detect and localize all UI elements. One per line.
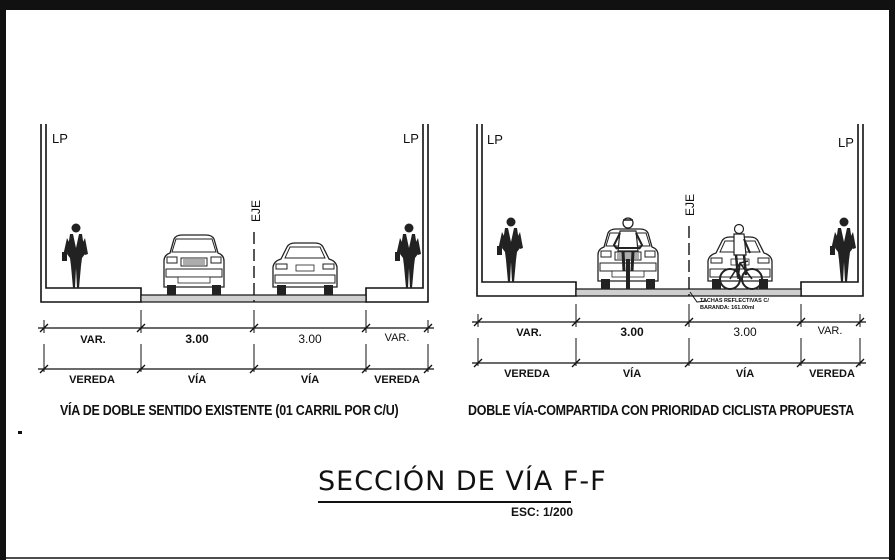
zone-sidewalk-right-b: VEREDA: [809, 368, 855, 380]
dim-sidewalk-right: VAR.: [385, 332, 410, 344]
car-right-lane: [272, 242, 338, 296]
dim-lane-right: 3.00: [298, 332, 322, 346]
dim-lane-right-b: 3.00: [733, 325, 757, 339]
lp-label-right-b: LP: [838, 135, 854, 150]
stray-mark: [18, 431, 22, 434]
axis-label-b: EJE: [683, 194, 697, 216]
scale-note: ESC: 1/200: [511, 505, 574, 519]
section-right: LP LP EJE TACHAS REFLECTIVAS C/ BARANDA:…: [472, 124, 866, 380]
pedestrian-right-b: [830, 217, 856, 282]
zone-sidewalk-left-b: VEREDA: [504, 368, 550, 380]
title-underline: [318, 501, 571, 503]
zone-sidewalk-left: VEREDA: [69, 374, 115, 386]
caption-right: DOBLE VÍA-COMPARTIDA CON PRIORIDAD CICLI…: [468, 403, 854, 419]
sheet-right-band: [889, 0, 895, 560]
zone-road-left-b: VÍA: [623, 367, 641, 380]
pedestrian-left-b: [497, 217, 523, 282]
pedestrian-right: [395, 223, 421, 288]
dim-sidewalk-left: VAR.: [80, 334, 105, 346]
dim-lane-left: 3.00: [185, 332, 209, 346]
right-sidewalk-outline: [365, 124, 429, 303]
caption-left: VÍA DE DOBLE SENTIDO EXISTENTE (01 CARRI…: [60, 403, 399, 419]
zone-road-right: VÍA: [301, 373, 319, 386]
left-sidewalk-outline: [40, 124, 142, 303]
sheet-left-band: [0, 0, 6, 560]
note-line-1: TACHAS REFLECTIVAS C/: [700, 298, 769, 304]
lp-label-right: LP: [403, 131, 419, 146]
pedestrian-left: [62, 223, 88, 288]
dim-lane-left-b: 3.00: [620, 325, 644, 339]
zone-road-right-b: VÍA: [736, 367, 754, 380]
zone-sidewalk-right: VEREDA: [374, 374, 420, 386]
lp-label-left-b: LP: [487, 132, 503, 147]
axis-label: EJE: [249, 200, 263, 222]
right-section-left-sidewalk: [476, 124, 577, 297]
sheet-top-band: [0, 0, 895, 10]
drawing-title: SECCIÓN DE VÍA F-F: [318, 466, 607, 497]
car-left-lane: [163, 234, 225, 296]
dim-sidewalk-left-b: VAR.: [516, 327, 541, 339]
note-line-2: BARANDA: 161.00ml: [700, 305, 755, 311]
lp-label-left: LP: [52, 131, 68, 146]
dim-sidewalk-right-b: VAR.: [818, 325, 843, 337]
zone-road-left: VÍA: [188, 373, 206, 386]
section-left: LP LP EJE VAR. 3.00 3.00 VAR. VEREDA VÍA…: [38, 124, 434, 386]
